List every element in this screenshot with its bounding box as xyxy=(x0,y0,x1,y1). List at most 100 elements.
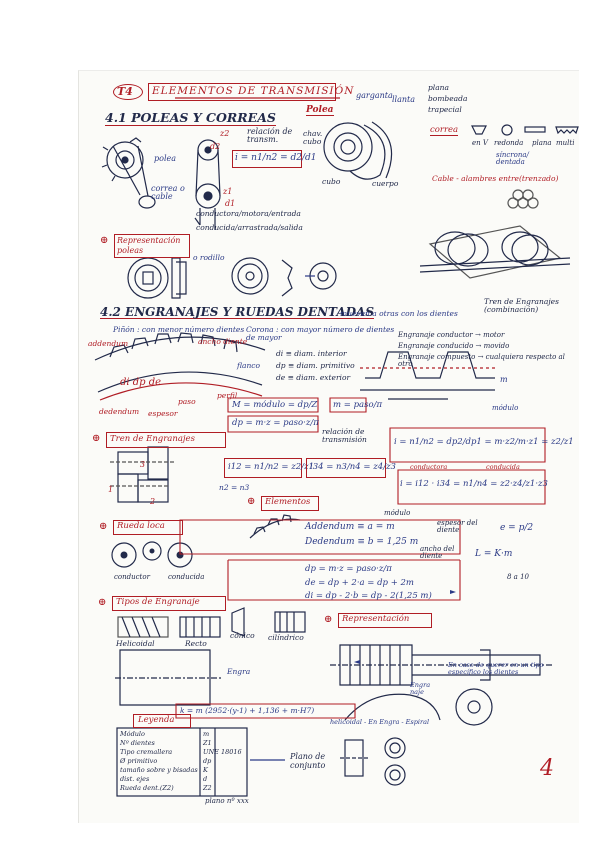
leyenda-val: K xyxy=(203,766,208,774)
paso-label: paso xyxy=(178,397,196,406)
llanta-bombeada: bombeada xyxy=(428,94,468,103)
correa-label: correa o cable xyxy=(151,184,185,201)
leyenda-val: dp xyxy=(203,757,212,765)
addendum-formula: Addendum ≡ a = m xyxy=(305,522,395,532)
i12-box xyxy=(224,458,302,478)
elementos-f3: di = dp - 2·b = dp - 2(1,25 m) xyxy=(305,591,432,601)
elementos-box xyxy=(261,496,319,511)
cable-label: Cable - alambres entre(trenzado) xyxy=(432,174,559,183)
espesor-diente-label: espesor del diente xyxy=(437,519,478,534)
correa-v: en V xyxy=(472,139,488,147)
llanta-plana: plana xyxy=(428,83,449,92)
leyenda-val: Z2 xyxy=(203,784,212,792)
leyenda-row: Nº dientes xyxy=(120,739,155,747)
relacion-label: relación de transm. xyxy=(247,127,293,144)
dim-di: di ≡ diam. interior xyxy=(276,349,347,358)
leyenda-row: Ø primitivo xyxy=(120,757,158,765)
i12-formula: i12 = n1/n2 = z2/z1 xyxy=(228,462,314,472)
plus-icon: ⊕ xyxy=(98,597,107,608)
loca-conductor: conductor xyxy=(114,573,150,581)
gear-1-label: 1 xyxy=(108,485,114,494)
conductora-label: conductora/motora/entrada xyxy=(196,209,301,218)
tren-conductora: conductora xyxy=(410,463,448,471)
tema-label: T4 xyxy=(117,85,133,98)
k-range: 8 a 10 xyxy=(507,573,529,581)
rueda-loca-box xyxy=(113,520,183,535)
tema-badge xyxy=(113,84,143,100)
polea-label: polea xyxy=(154,154,176,163)
perfil-label: perfil xyxy=(217,391,238,400)
espesor-formula: e = p/2 xyxy=(500,523,534,533)
plus-icon: ⊕ xyxy=(324,614,333,625)
i34-formula: i34 = n3/n4 = z4/z3 xyxy=(310,462,396,472)
dim-de: de ≡ diam. exterior xyxy=(276,373,351,382)
dim-dp: dp ≡ diam. primitivo xyxy=(276,361,355,370)
leyenda-val: UNE 18016 xyxy=(203,748,242,756)
engr-compuesto: Engranaje compuesto → cualquiera respect… xyxy=(398,353,565,368)
m-label: m xyxy=(500,375,508,384)
ancho-diente-label: ancho del diente xyxy=(420,545,455,560)
section-4-2-title: 4.2 ENGRANAJES Y RUEDAS DENTADAS xyxy=(100,305,375,319)
repr-box xyxy=(338,613,432,628)
leyenda-box xyxy=(133,714,191,728)
elementos-modulo: módulo xyxy=(384,509,411,517)
tren-i-total: i = i12 · i34 = n1/n4 = z2·z4/z1·z3 xyxy=(400,479,548,489)
rodillo-label: o rodillo xyxy=(193,253,225,262)
leyenda-val: m xyxy=(203,730,210,738)
tipo-helicoidal: Helicoidal xyxy=(116,639,155,648)
title-box xyxy=(148,83,336,101)
tipo-recto: Recto xyxy=(185,639,207,648)
leyenda-row: tamaño sobre y bisadas xyxy=(120,766,198,774)
gear-2-label: 2 xyxy=(150,497,156,506)
conducida-label: conducida/arrastrada/salida xyxy=(196,223,303,232)
page-number: 4 xyxy=(540,756,554,781)
i34-box xyxy=(306,458,386,478)
correa-heading: correa xyxy=(430,125,459,136)
di-dp-de: di dp de xyxy=(120,377,162,388)
chaveta-label: chav. cubo xyxy=(303,129,323,146)
rep-poleas-box xyxy=(114,234,190,258)
repr-helicoidal: helicoidal - En Engra - Espiral xyxy=(330,718,430,726)
polea-heading: Polea xyxy=(306,105,334,116)
z2-label: z2 xyxy=(220,129,230,138)
repr-cota: Engra naje xyxy=(410,681,431,696)
tren-i-formula: i = n1/n2 = dp2/dp1 = m·z2/m·z1 = z2/z1 xyxy=(394,437,574,447)
engr-conductor: Engranaje conductor → motor xyxy=(398,331,505,339)
tren-conducida: conducida xyxy=(486,463,520,471)
ancho-label: ancho diente xyxy=(198,337,248,346)
llanta-trapecial: trapecial xyxy=(428,105,462,114)
leyenda-val: Z1 xyxy=(203,739,212,747)
flanco-label: flanco xyxy=(237,361,261,370)
pinion-label: Piñón : con menor número dientes xyxy=(113,325,245,334)
repr-engra: Engra xyxy=(227,667,251,676)
cuerpo-label: cuerpo xyxy=(372,179,399,188)
relacion-formula: i = n1/n2 = d2/d1 xyxy=(235,153,317,163)
dedendum-label: dedendum xyxy=(99,407,140,416)
loca-conducida: conducida xyxy=(168,573,205,581)
dedendum-formula: Dedendum ≡ b = 1,25 m xyxy=(305,537,419,547)
tipos-title: Tipos de Engranaje xyxy=(116,597,200,607)
plus-icon: ⊕ xyxy=(99,521,108,532)
tren-title: Tren de Engranajes xyxy=(110,434,195,444)
engr-conducido: Engranaje conducido → movido xyxy=(398,342,510,350)
repr-title: Representación xyxy=(342,614,410,624)
leyenda-row: Tipo cremallera xyxy=(120,748,173,756)
elementos-f1: dp = m·z = paso·z/π xyxy=(305,564,392,574)
n2-n3: n2 = n3 xyxy=(219,483,250,492)
plus-icon: ⊕ xyxy=(247,496,256,507)
leyenda-row: Módulo xyxy=(120,730,145,738)
tipo-conico: cónico xyxy=(230,631,255,640)
rep-poleas-title: Representación poleas xyxy=(117,236,181,255)
section-4-1-title: 4.1 POLEAS Y CORREAS xyxy=(105,110,276,126)
cubo-label: cubo xyxy=(322,177,341,186)
llanta-label: llanta xyxy=(392,95,416,104)
garganta-label: garganta xyxy=(356,91,393,100)
espesor-label: espesor xyxy=(148,409,178,418)
d1-label: d1 xyxy=(225,199,236,208)
repr-formula: k = m (2952·(y-1) + 1,136 + m·H7) xyxy=(180,706,315,715)
plano-conjunto: Plano de conjunto xyxy=(290,752,326,771)
m-formula: m = paso/π xyxy=(333,400,383,410)
page-title: ELEMENTOS DE TRANSMISIÓN xyxy=(152,85,355,97)
plus-icon: ⊕ xyxy=(100,235,109,246)
ancho-formula: L = K·m xyxy=(475,549,513,559)
